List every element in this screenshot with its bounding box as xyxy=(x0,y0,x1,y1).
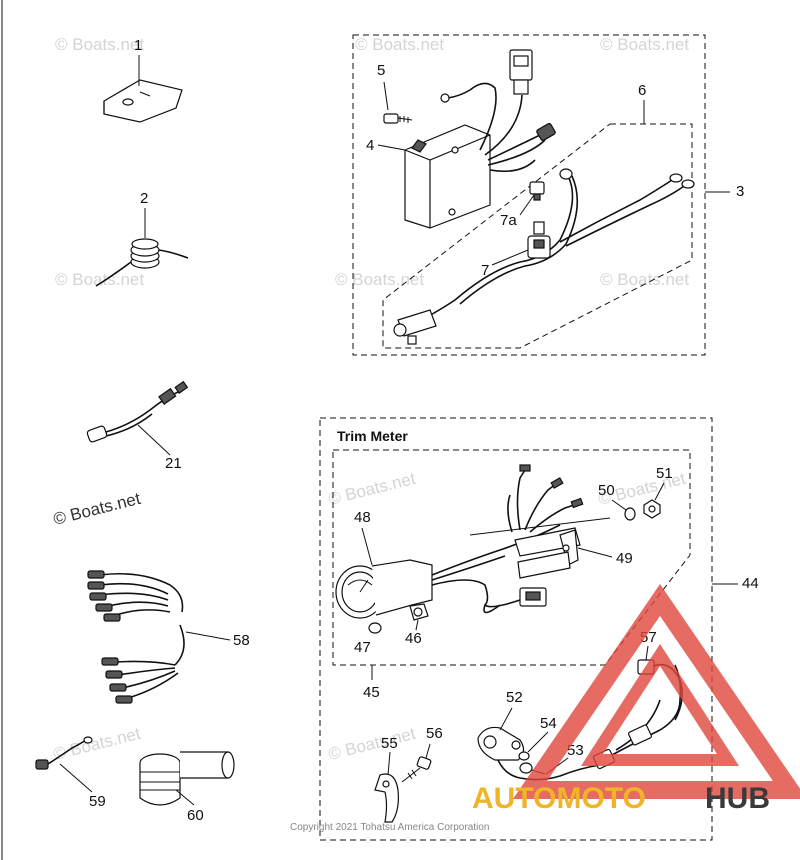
part-54-screw[interactable] xyxy=(518,751,530,761)
assembly-44-boundary xyxy=(319,417,713,841)
callout-2: 2 xyxy=(140,190,148,207)
callout-44: 44 xyxy=(742,575,759,592)
watermark: © Boats.net xyxy=(55,35,144,54)
callout-7a: 7a xyxy=(500,212,517,229)
watermark: © Boats.net xyxy=(335,270,424,289)
rectifier-wires xyxy=(440,49,556,173)
callout-6: 6 xyxy=(638,82,646,99)
callout-53: 53 xyxy=(567,742,584,759)
part-50-washer[interactable] xyxy=(624,507,636,521)
watermark: © Boats.net xyxy=(326,724,417,764)
part-5-screw[interactable] xyxy=(383,113,413,124)
part-7-fuse-holder[interactable] xyxy=(527,221,551,259)
callout-50: 50 xyxy=(598,482,615,499)
callout-21: 21 xyxy=(165,455,182,472)
watermark: © Boats.net xyxy=(355,35,444,54)
callout-48: 48 xyxy=(354,509,371,526)
callout-4: 4 xyxy=(366,137,374,154)
part-60-hose-fitting[interactable] xyxy=(139,751,235,806)
callout-7: 7 xyxy=(481,262,489,279)
callout-47: 47 xyxy=(354,639,371,656)
part-56-bolt[interactable] xyxy=(401,756,432,783)
callout-5: 5 xyxy=(377,62,385,79)
callout-56: 56 xyxy=(426,725,443,742)
watermark: © Boats.net xyxy=(600,270,689,289)
sub-assembly-6-boundary xyxy=(382,123,693,349)
callout-3: 3 xyxy=(736,183,744,200)
callout-45: 45 xyxy=(363,684,380,701)
assembly-3-boundary xyxy=(352,34,706,356)
callout-59: 59 xyxy=(89,793,106,810)
callout-49: 49 xyxy=(616,550,633,567)
brand-part1: AUTOMOTO xyxy=(472,782,646,815)
part-2-coil-spring[interactable] xyxy=(95,238,189,287)
callout-52: 52 xyxy=(506,689,523,706)
brand-part2: HUB xyxy=(705,782,770,815)
callout-58: 58 xyxy=(233,632,250,649)
part-7a-fuse[interactable] xyxy=(529,181,545,201)
part-52-trim-sender[interactable] xyxy=(477,726,601,781)
watermark: © Boats.net xyxy=(326,469,417,509)
callout-60: 60 xyxy=(187,807,204,824)
part-4-rectifier-regulator[interactable] xyxy=(404,124,491,229)
part-21-lead-wire[interactable] xyxy=(86,380,189,443)
watermark: © Boats.net xyxy=(55,270,144,289)
part-59-ground-lead[interactable] xyxy=(35,736,93,770)
watermark: © Boats.net xyxy=(600,35,689,54)
part-47-bulb[interactable] xyxy=(368,622,382,634)
callout-54: 54 xyxy=(540,715,557,732)
watermark: © Boats.net xyxy=(51,724,142,764)
callout-46: 46 xyxy=(405,630,422,647)
trim-meter-wiring xyxy=(431,464,584,614)
callout-51: 51 xyxy=(656,465,673,482)
part-48-trim-gauge[interactable] xyxy=(335,559,433,619)
part-1-grommet[interactable] xyxy=(103,79,183,123)
part-6-harness[interactable] xyxy=(393,168,695,345)
part-55-clamp[interactable] xyxy=(374,773,399,823)
copyright-text: Copyright 2021 Tohatsu America Corporati… xyxy=(290,822,489,833)
automotohub-logo: AUTOMOTO HUB xyxy=(472,584,800,815)
part-51-nut[interactable] xyxy=(643,499,661,519)
part-49-bracket[interactable] xyxy=(514,527,581,579)
callout-1: 1 xyxy=(134,37,142,54)
callout-55: 55 xyxy=(381,735,398,752)
part-46-bulb-socket[interactable] xyxy=(409,603,429,621)
trim-meter-title: Trim Meter xyxy=(337,428,408,444)
watermark: © Boats.net xyxy=(51,489,142,529)
part-58-wiring-harness[interactable] xyxy=(87,570,185,704)
